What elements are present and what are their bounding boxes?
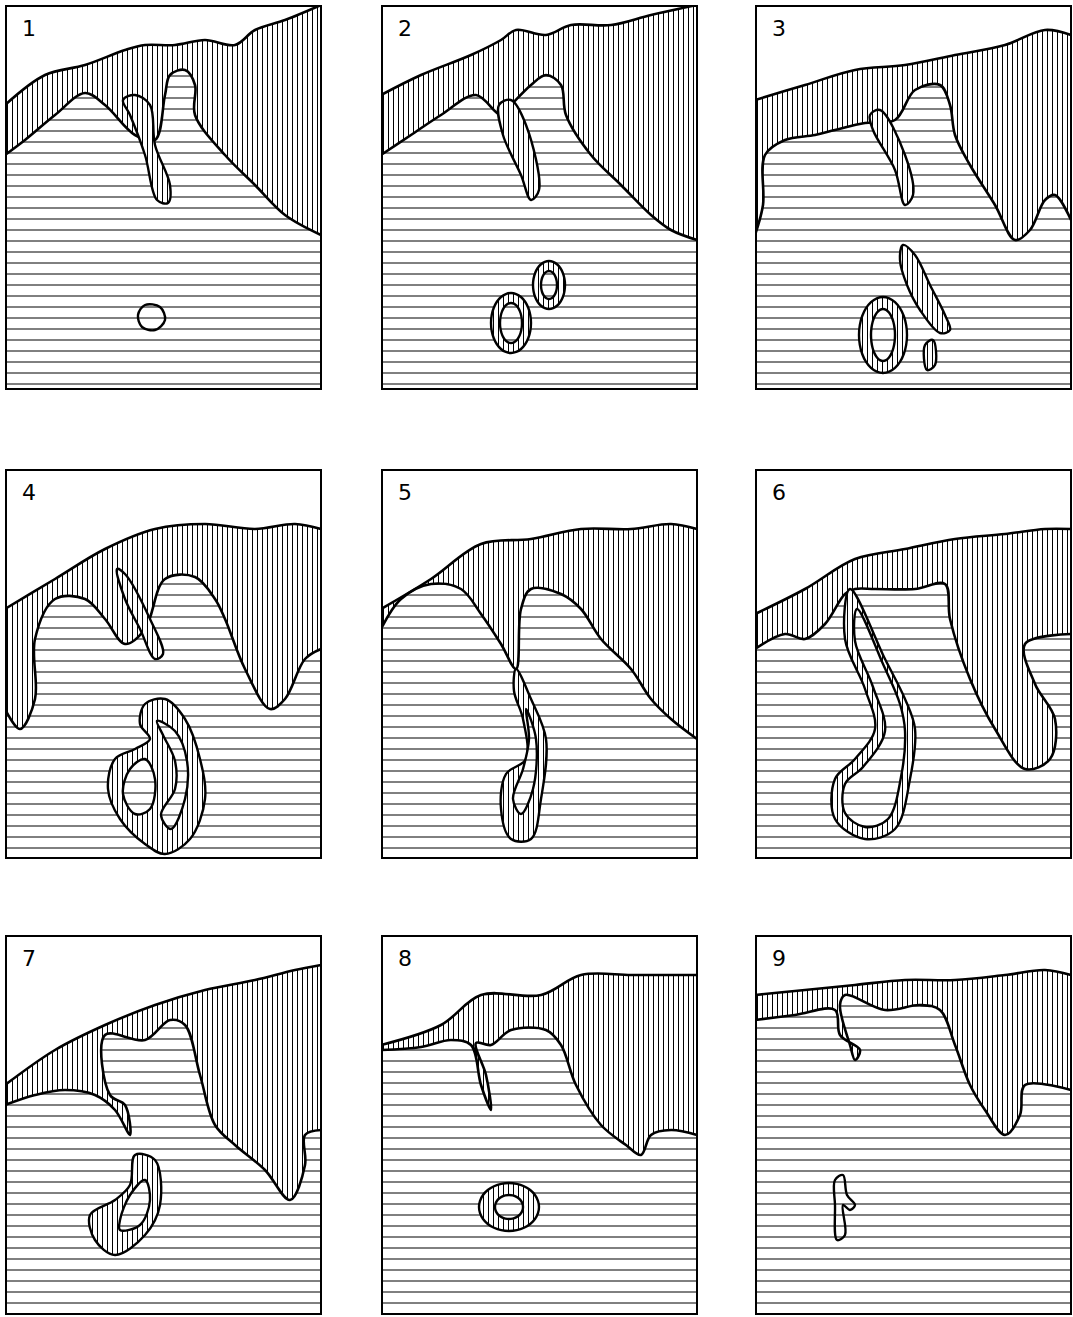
map-panel-art [5,5,322,390]
blank-area [5,469,322,609]
eddy-outline [491,293,531,353]
blank-area [755,5,1072,100]
eddy-outline [117,569,164,659]
map-panel-art [381,935,698,1315]
eddy-outline [834,1175,855,1240]
front-boundary-line [381,75,697,240]
map-panel: 7 [5,935,322,1315]
panel-number: 6 [769,481,789,505]
eddy-outline [842,609,905,827]
outer-boundary-line [381,5,697,95]
eddy-outline [89,1154,161,1255]
blank-area [755,935,1072,995]
eddy-outline [831,589,915,839]
eddy-outline [495,1195,523,1219]
blank-area [755,469,1072,614]
map-panel-art [5,935,322,1315]
front-boundary-line [755,84,1071,240]
map-panel: 2 [381,5,698,390]
panel-number: 5 [395,481,415,505]
eddy-outline [900,245,950,333]
eddy-outline [157,721,188,829]
map-panel: 8 [381,935,698,1315]
eddy-outline [513,709,537,814]
eddy-outline [119,1180,150,1231]
eddy-outline [859,297,907,373]
front-boundary-line [5,1020,321,1200]
eddy-outline [541,271,557,299]
outer-boundary-line [5,524,321,609]
eddy-outline [533,261,565,309]
map-panel: 9 [755,935,1072,1315]
panel-number: 1 [19,17,39,41]
front-boundary-line [381,1027,697,1155]
panel-number: 8 [395,947,415,971]
outer-boundary-line [5,5,321,105]
eddy-outline [501,669,547,842]
map-panel-art [5,469,322,859]
panel-number: 4 [19,481,39,505]
panel-number: 9 [769,947,789,971]
outer-boundary-line [755,529,1071,614]
blank-area [5,5,322,105]
eddy-outline [500,303,522,343]
outer-boundary-line [381,973,697,1045]
map-panel: 3 [755,5,1072,390]
map-panel: 1 [5,5,322,390]
blank-area [5,935,322,1085]
map-panel-art [381,5,698,390]
blank-area [381,5,698,95]
eddy-outline [924,340,936,370]
eddy-outline [108,698,206,854]
eddy-outline [869,110,913,205]
horizontal-hatch-water [755,935,1072,1315]
eddy-outline [123,95,171,204]
eddy-outline [479,1183,539,1231]
eddy-outline [138,304,165,330]
front-boundary-line [755,995,1071,1135]
vertical-hatch-band [755,970,1071,1135]
eddy-outline [123,759,156,815]
map-panel: 4 [5,469,322,859]
map-panel: 6 [755,469,1072,859]
map-panel: 5 [381,469,698,859]
outer-boundary-line [755,970,1071,995]
panel-number: 3 [769,17,789,41]
outer-boundary-line [755,30,1071,100]
panel-number: 7 [19,947,39,971]
map-panel-art [755,469,1072,859]
front-boundary-line [5,70,321,235]
eddy-outline [498,100,540,200]
eddy-outline [871,309,895,361]
map-panel-art [755,5,1072,390]
panel-number: 2 [395,17,415,41]
map-panel-art [381,469,698,859]
outer-boundary-line [381,524,697,609]
map-panel-art [755,935,1072,1315]
